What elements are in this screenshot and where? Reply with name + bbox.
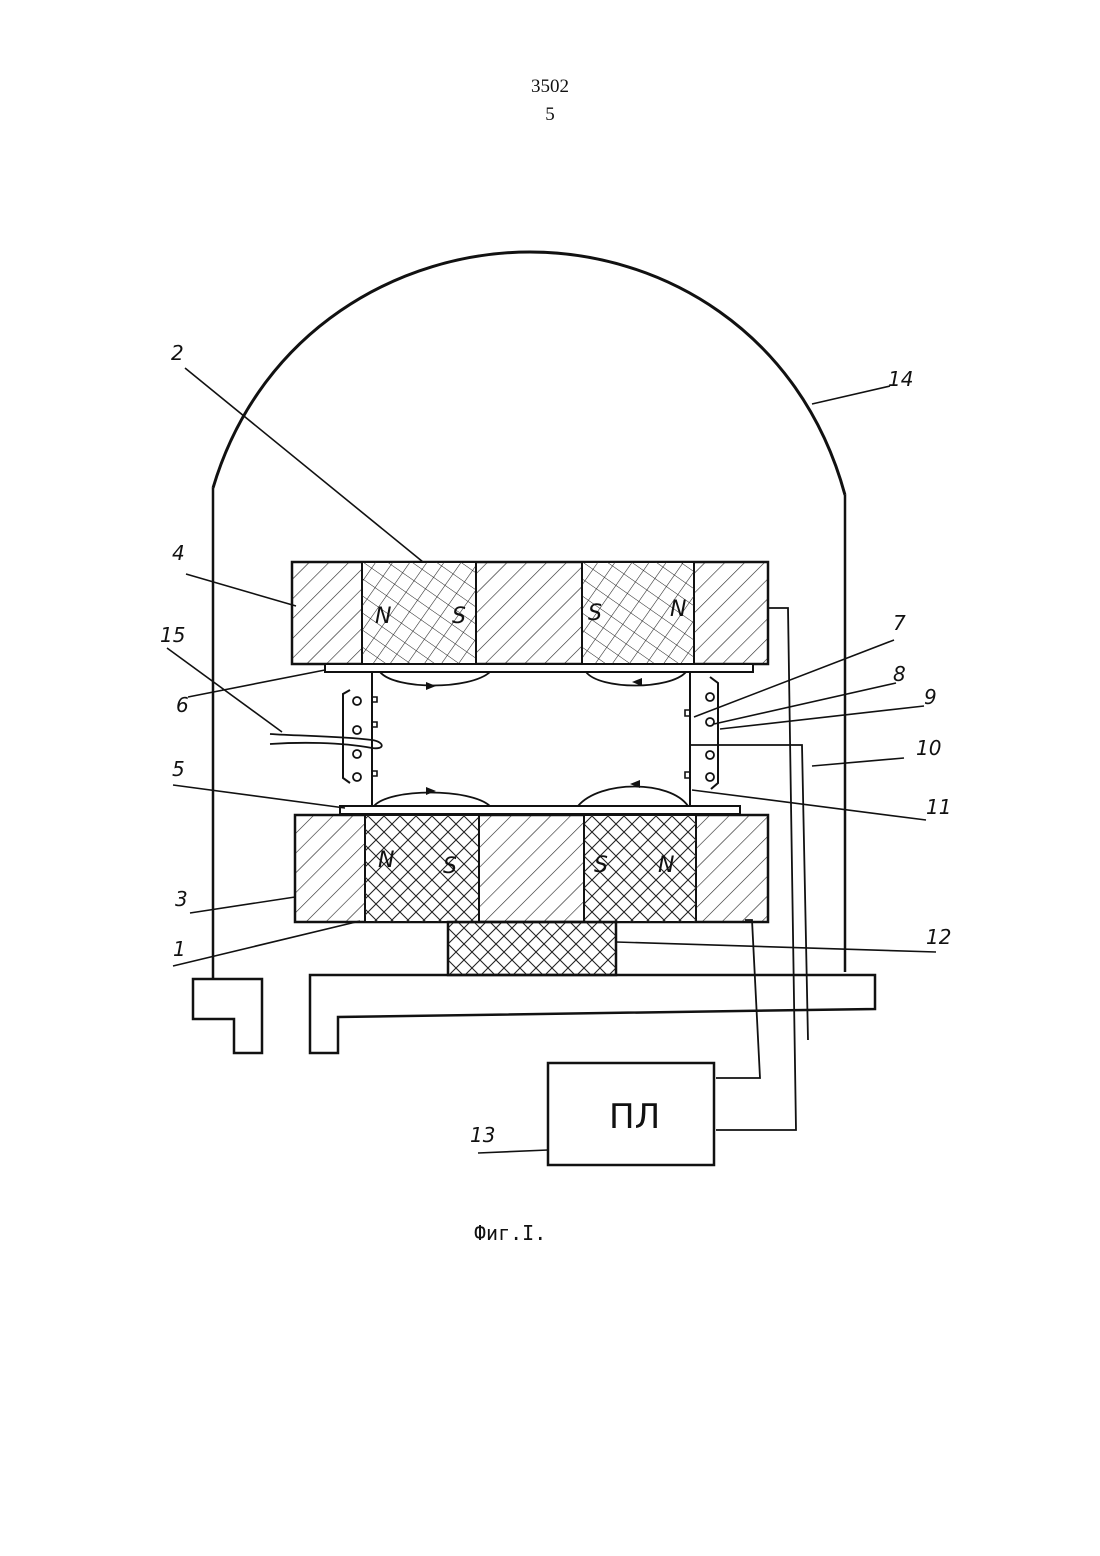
pole-label: N bbox=[378, 848, 394, 873]
base-plate bbox=[310, 975, 875, 1053]
part-label-13: 13 bbox=[470, 1123, 495, 1147]
part-label-15: 15 bbox=[160, 623, 185, 647]
part-label-1: 1 bbox=[173, 937, 186, 961]
part-label-6: 6 bbox=[176, 693, 189, 717]
leader-lines bbox=[167, 368, 936, 1153]
pole-label: S bbox=[443, 854, 457, 879]
part-label-8: 8 bbox=[893, 662, 906, 686]
pole-label: S bbox=[588, 601, 602, 626]
part-label-9: 9 bbox=[924, 685, 937, 709]
figure-caption: Фиг.I. bbox=[474, 1221, 546, 1245]
pole-label: N bbox=[670, 597, 686, 622]
upper-magnet-assembly bbox=[292, 562, 768, 664]
part-label-12: 12 bbox=[926, 925, 951, 949]
housing-dome bbox=[213, 252, 845, 495]
part-label-2: 2 bbox=[171, 341, 184, 365]
part-label-14: 14 bbox=[888, 367, 913, 391]
part-label-3: 3 bbox=[175, 887, 188, 911]
field-lines bbox=[374, 672, 688, 806]
pole-label: N bbox=[658, 853, 674, 878]
part-label-10: 10 bbox=[916, 736, 941, 760]
generator-symbol: ПЛ bbox=[609, 1097, 660, 1137]
lower-magnet-assembly bbox=[295, 815, 768, 922]
pole-label: N bbox=[375, 604, 391, 629]
lower-plate bbox=[340, 806, 740, 814]
base-left-foot bbox=[193, 979, 262, 1053]
upper-plate bbox=[325, 664, 753, 672]
part-label-7: 7 bbox=[893, 611, 906, 635]
part-label-11: 11 bbox=[926, 795, 951, 819]
support-block bbox=[448, 922, 616, 975]
pole-label: S bbox=[594, 853, 608, 878]
part-label-5: 5 bbox=[172, 757, 185, 781]
part-label-4: 4 bbox=[172, 541, 185, 565]
wire-15 bbox=[270, 734, 382, 748]
pole-label: S bbox=[452, 604, 466, 629]
